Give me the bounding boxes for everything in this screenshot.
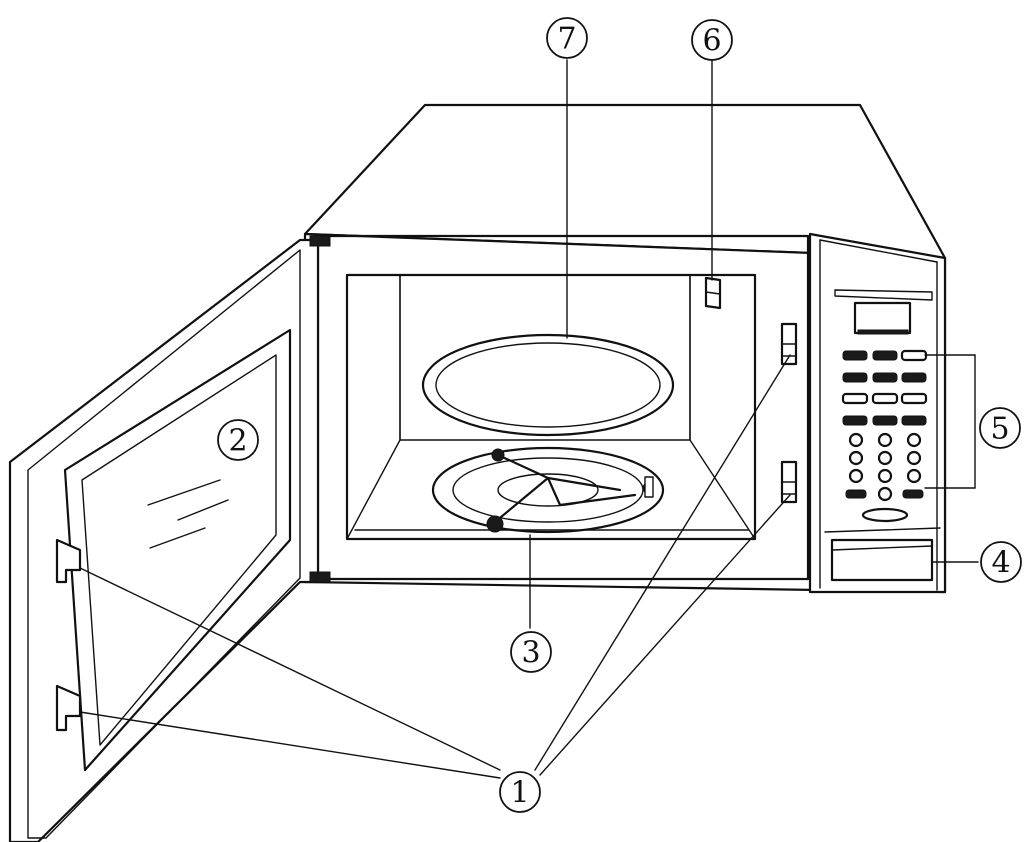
svg-text:2: 2 bbox=[228, 424, 247, 459]
open-door bbox=[8, 235, 331, 842]
latch-holes bbox=[780, 322, 798, 504]
callout-5: 5 bbox=[979, 407, 1021, 449]
callout-4: 4 bbox=[980, 541, 1022, 583]
callout-7: 7 bbox=[546, 17, 588, 59]
svg-text:5: 5 bbox=[990, 412, 1009, 447]
svg-text:1: 1 bbox=[510, 776, 529, 811]
waveguide-cover-shape bbox=[704, 276, 722, 310]
control-panel-shape bbox=[824, 289, 941, 582]
svg-text:3: 3 bbox=[521, 636, 540, 671]
svg-text:6: 6 bbox=[702, 24, 721, 59]
callout-6: 6 bbox=[691, 19, 733, 61]
svg-text:7: 7 bbox=[557, 22, 576, 57]
glass-tray-shape bbox=[421, 333, 675, 437]
roller-ring-shape bbox=[431, 446, 665, 534]
leader-lines bbox=[79, 59, 979, 779]
svg-text:4: 4 bbox=[991, 546, 1010, 581]
callout-2: 2 bbox=[217, 419, 259, 461]
callout-3: 3 bbox=[510, 631, 552, 673]
callout-1: 1 bbox=[499, 771, 541, 813]
